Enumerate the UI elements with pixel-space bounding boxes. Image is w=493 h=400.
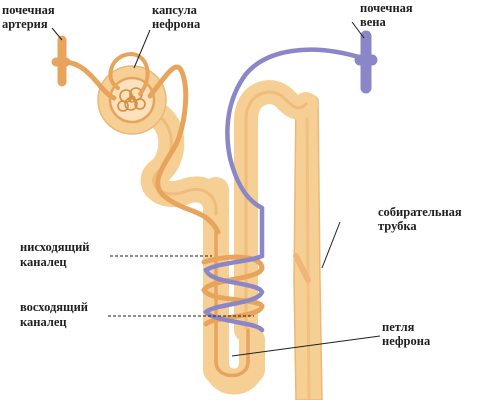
nephron-capsule <box>97 65 167 135</box>
proximal-tubule <box>137 99 230 227</box>
vein-capillary-coil <box>202 205 265 333</box>
leader-renal-vein <box>351 21 365 39</box>
collecting-duct <box>293 93 323 400</box>
label-nephron-capsule-1: капсула <box>152 3 198 17</box>
glomerulus-loop <box>134 98 146 110</box>
leader-lines <box>51 21 381 357</box>
label-nephron-loop-1: петля <box>382 320 415 334</box>
label-descending-1: нисходящий <box>20 240 90 254</box>
label-nephron-loop-2: нефрона <box>382 334 431 348</box>
vein-vessel <box>225 47 365 211</box>
vein-trunk <box>354 30 378 94</box>
proximal-tubule-core <box>148 110 218 216</box>
label-renal-artery-1: почечная <box>2 3 55 17</box>
glomerulus-loop <box>128 95 136 103</box>
label-renal-vein-1: почечная <box>360 1 413 15</box>
collecting-duct-branch <box>293 253 311 283</box>
renal-vein <box>202 30 378 333</box>
label-renal-artery-2: артерия <box>2 17 48 31</box>
label-nephron-capsule-2: нефрона <box>152 17 201 31</box>
label-renal-vein-2: вена <box>360 15 387 29</box>
glomerulus <box>117 87 146 112</box>
distal-tubule <box>234 80 318 342</box>
glomerulus-loop <box>124 97 138 111</box>
leader-collecting-duct <box>321 221 341 269</box>
collecting-duct-core <box>305 99 311 400</box>
label-descending-2: каналец <box>20 255 67 269</box>
labels: почечная артерия капсула нефрона почечна… <box>2 1 462 348</box>
distal-tubule-core <box>244 90 308 332</box>
label-collecting-duct-1: собирательная <box>378 205 462 219</box>
leader-nephron-loop <box>231 335 381 357</box>
glomerulus-loop <box>117 100 129 112</box>
efferent-arteriole-lower <box>147 64 221 235</box>
leader-nephron-capsule <box>133 29 151 69</box>
efferent-arteriole-upper <box>108 51 150 96</box>
label-collecting-duct-2: трубка <box>378 219 417 233</box>
leader-renal-artery <box>51 27 63 41</box>
afferent-arteriole <box>63 59 117 101</box>
loop-core <box>214 198 250 378</box>
label-ascending-1: восходящий <box>20 300 88 314</box>
label-ascending-2: каналец <box>20 315 67 329</box>
